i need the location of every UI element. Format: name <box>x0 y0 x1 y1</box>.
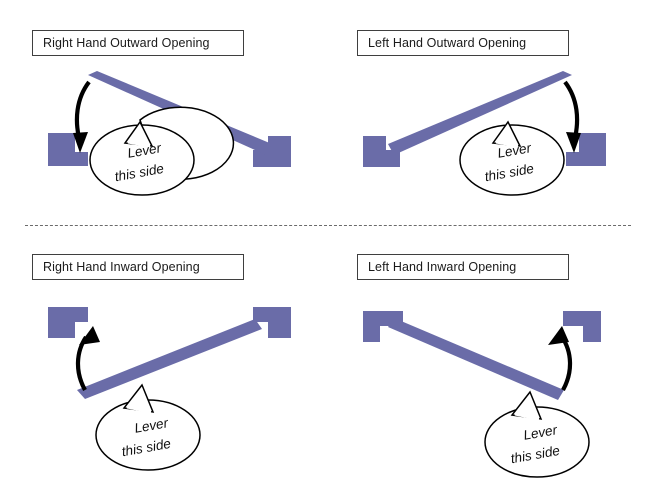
door-frame-bracket-left <box>363 311 403 342</box>
callout-line-1: Lever <box>133 415 169 436</box>
panel-right-hand-inward: Lever this side <box>48 307 291 471</box>
callout-bubble-body <box>484 406 590 478</box>
panel-right-hand-outward: Lever this side <box>48 71 291 196</box>
callout-bubble-body <box>459 124 565 196</box>
lever-bar <box>388 71 572 155</box>
motion-arrow-head <box>548 326 569 345</box>
callout-line-1: Lever <box>126 140 162 161</box>
door-frame-bracket-left <box>48 133 88 166</box>
door-frame-bracket-right <box>253 307 291 338</box>
label-text: Right Hand Inward Opening <box>43 260 200 274</box>
door-frame-bracket-right <box>563 311 601 342</box>
panel-label-right-hand-outward: Right Hand Outward Opening <box>32 30 244 56</box>
motion-arrow-path <box>563 80 580 139</box>
motion-arrow-head <box>566 132 581 153</box>
motion-arrow-head <box>73 132 88 153</box>
callout-tail-joint <box>495 140 519 148</box>
panel-label-left-hand-inward: Left Hand Inward Opening <box>357 254 569 280</box>
section-divider <box>25 225 631 226</box>
lever-side-callout: Lever this side <box>484 390 590 478</box>
lever-side-callout: Lever this side <box>89 106 235 196</box>
callout-line-1: Lever <box>522 422 558 443</box>
lever-bar <box>388 318 564 400</box>
label-text: Left Hand Outward Opening <box>368 36 527 50</box>
motion-arrow-path <box>560 335 573 392</box>
panel-label-right-hand-inward: Right Hand Inward Opening <box>32 254 244 280</box>
panel-left-hand-outward: Lever this side <box>363 71 606 196</box>
callout-line-1: Lever <box>496 140 532 161</box>
door-frame-bracket-left <box>363 136 400 167</box>
label-text: Right Hand Outward Opening <box>43 36 210 50</box>
door-frame-bracket-left <box>48 307 88 338</box>
motion-arrow-head <box>79 326 100 345</box>
lever-bar <box>77 319 262 399</box>
door-frame-bracket-right <box>253 136 291 167</box>
panel-label-left-hand-outward: Left Hand Outward Opening <box>357 30 569 56</box>
lever-side-callout: Lever this side <box>459 120 565 196</box>
callout-tail-joint <box>126 405 152 414</box>
door-frame-bracket-right <box>566 133 606 166</box>
callout-tail-joint <box>127 140 151 148</box>
motion-arrow-path <box>74 80 91 139</box>
panel-left-hand-inward: Lever this side <box>363 311 601 478</box>
label-text: Left Hand Inward Opening <box>368 260 517 274</box>
lever-side-callout: Lever this side <box>95 383 201 471</box>
callout-tail-joint <box>514 412 540 421</box>
